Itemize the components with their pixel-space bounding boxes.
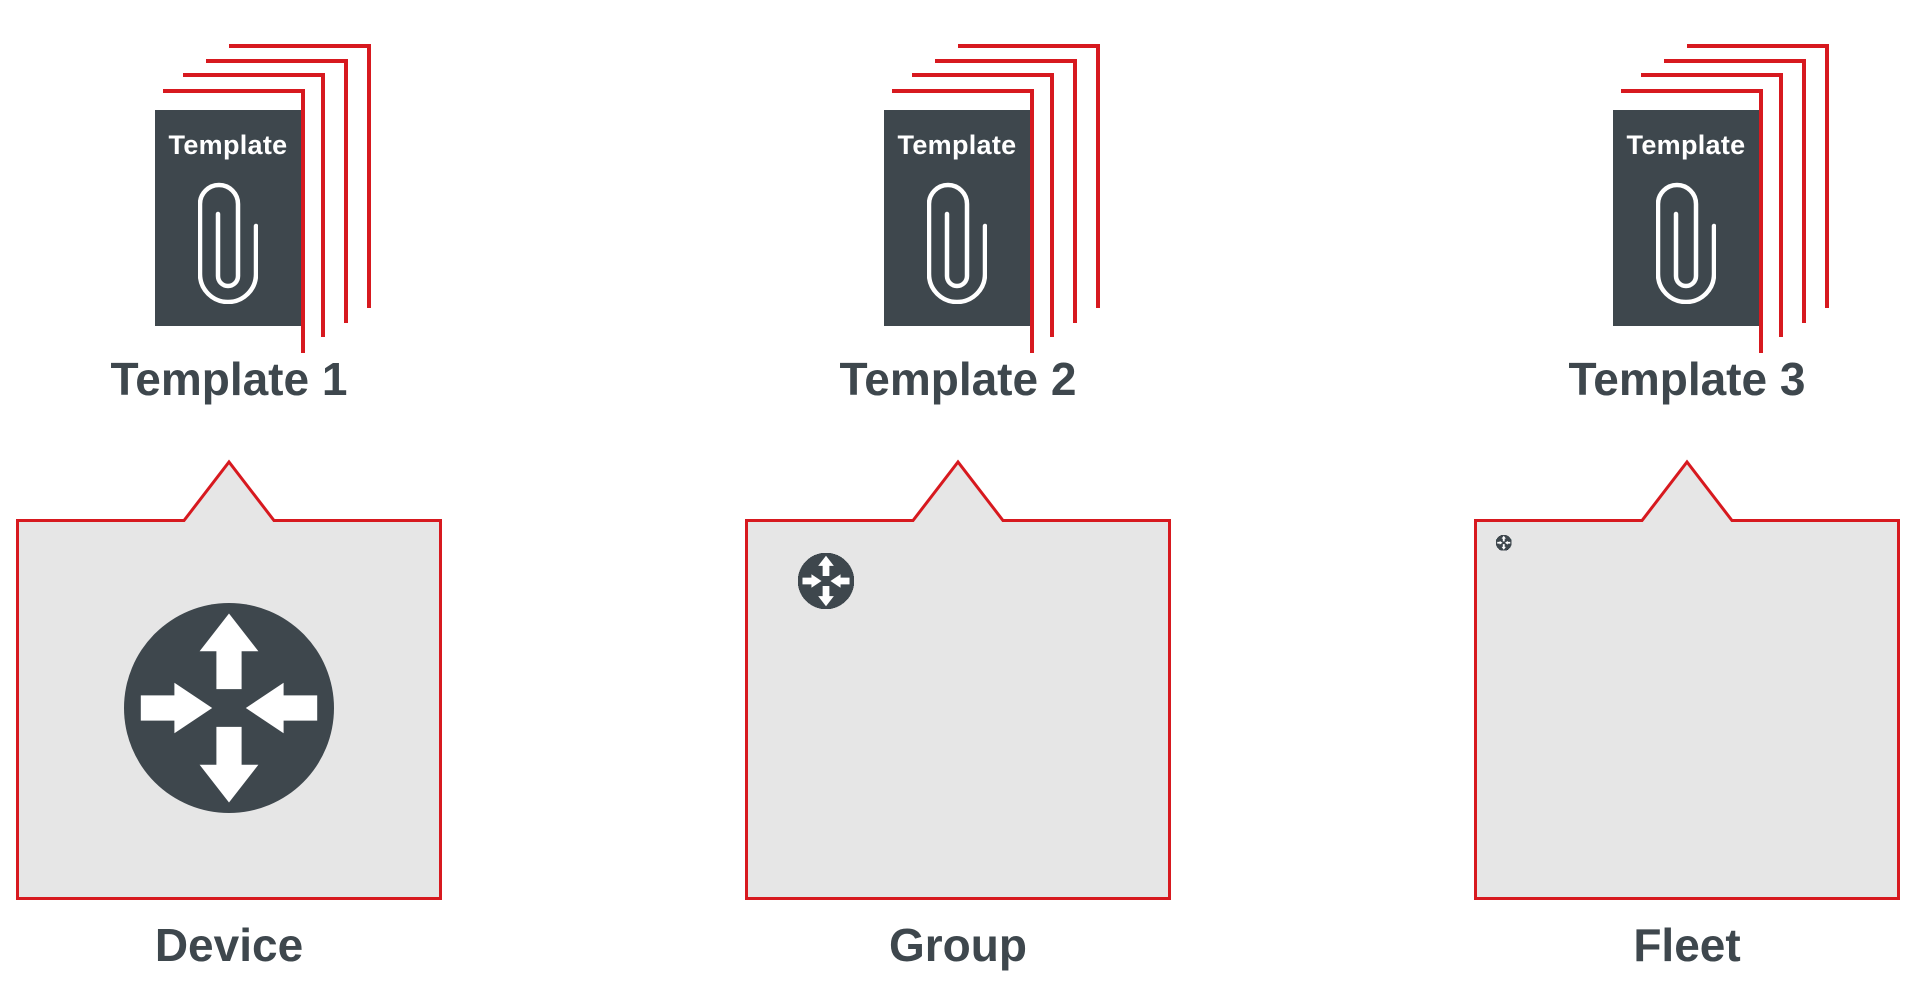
router-grid	[1496, 535, 1882, 863]
scope-label: Device	[154, 919, 304, 971]
template-document-icon: Template	[155, 110, 301, 326]
paperclip-icon	[1656, 182, 1716, 304]
template-document-icon: Template	[1613, 110, 1759, 326]
doc-label: Template	[897, 130, 1017, 160]
callout-frame	[1474, 459, 1900, 900]
column-device: Template Template 1 Device	[16, 0, 442, 1002]
paperclip-icon	[198, 182, 258, 304]
column-group: Template Template 2 Group	[745, 0, 1171, 1002]
template-stack: Template	[884, 44, 1116, 353]
scope-label: Fleet	[1633, 919, 1741, 971]
template-stack: Template	[155, 44, 387, 353]
doc-label: Template	[1626, 130, 1746, 160]
template-document-icon: Template	[884, 110, 1030, 326]
device-panel	[16, 450, 442, 900]
template-title: Template 1	[110, 353, 348, 405]
paperclip-icon	[927, 182, 987, 304]
doc-label: Template	[168, 130, 288, 160]
template-title: Template 3	[1568, 353, 1806, 405]
scope-label: Group	[889, 919, 1027, 971]
fleet-panel	[1474, 450, 1900, 900]
router-icon	[1496, 535, 1512, 551]
router-grid	[798, 553, 1118, 873]
template-title: Template 2	[839, 353, 1077, 405]
column-fleet: Template Template 3 Fleet	[1474, 0, 1900, 1002]
template-stack: Template	[1613, 44, 1845, 353]
group-panel	[745, 450, 1171, 900]
router-grid	[124, 603, 334, 813]
router-icon	[798, 553, 854, 609]
callout-frame	[745, 459, 1171, 900]
router-icon	[124, 603, 334, 813]
